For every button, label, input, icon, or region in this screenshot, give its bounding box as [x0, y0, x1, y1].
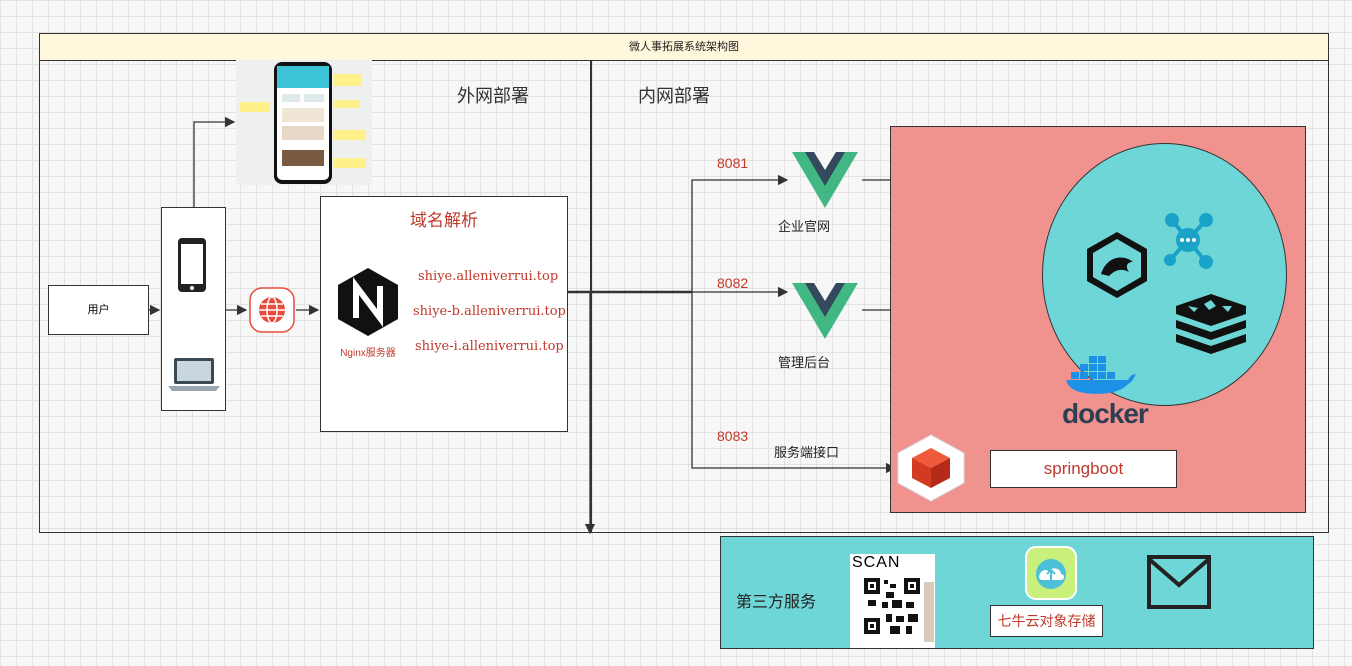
domain-2: shiye-b.alleniverrui.top: [413, 304, 566, 319]
qiniu-cloud-icon: [1025, 546, 1077, 600]
admin-label: 管理后台: [778, 355, 831, 370]
to-portal-arrow: [691, 174, 789, 292]
port-8083: 8083: [717, 428, 749, 444]
diagram-title: 微人事拓展系统架构图: [39, 33, 1329, 61]
third-party-title: 第三方服务: [736, 594, 817, 611]
zone-divider: [590, 61, 592, 533]
port-8082: 8082: [717, 275, 749, 291]
laptop-icon: [168, 358, 220, 391]
qr-code-icon: [862, 576, 934, 642]
gateway-icon: [897, 434, 965, 502]
device-to-app-arrow: [193, 116, 236, 207]
domain-3: shiye-i.alleniverrui.top: [415, 339, 564, 354]
phone-icon: [178, 238, 206, 292]
docker-whale-icon: [1066, 356, 1136, 394]
app-mockup: [236, 60, 372, 185]
vue-admin-icon: [792, 283, 858, 339]
springboot-box: springboot: [990, 450, 1177, 488]
internal-zone-label: 内网部署: [638, 86, 710, 106]
mail-icon: [1147, 555, 1211, 609]
qr-code-card: SCAN: [850, 554, 935, 648]
external-zone-label: 外网部署: [457, 86, 529, 106]
rabbitmq-icon: [1164, 213, 1213, 269]
docker-label: docker: [1062, 398, 1149, 429]
domain-1: shiye.alleniverrui.top: [418, 269, 559, 284]
nginx-icon: [338, 268, 398, 336]
vue-portal-icon: [792, 152, 858, 208]
api-label: 服务端接口: [774, 445, 840, 460]
scan-label: SCAN: [852, 554, 901, 571]
data-services-circle: [1042, 143, 1287, 406]
nginx-label: Nginx服务器: [340, 348, 396, 359]
dns-title: 域名解析: [410, 211, 478, 230]
port-8081: 8081: [717, 155, 749, 171]
user-box: 用户: [48, 285, 149, 335]
portal-label: 企业官网: [778, 219, 831, 234]
globe-icon: [249, 287, 295, 333]
to-api-arrow: [691, 292, 897, 474]
redis-icon: [1176, 294, 1246, 354]
qiniu-label: 七牛云对象存储: [990, 605, 1103, 637]
mysql-icon: [1087, 232, 1147, 298]
